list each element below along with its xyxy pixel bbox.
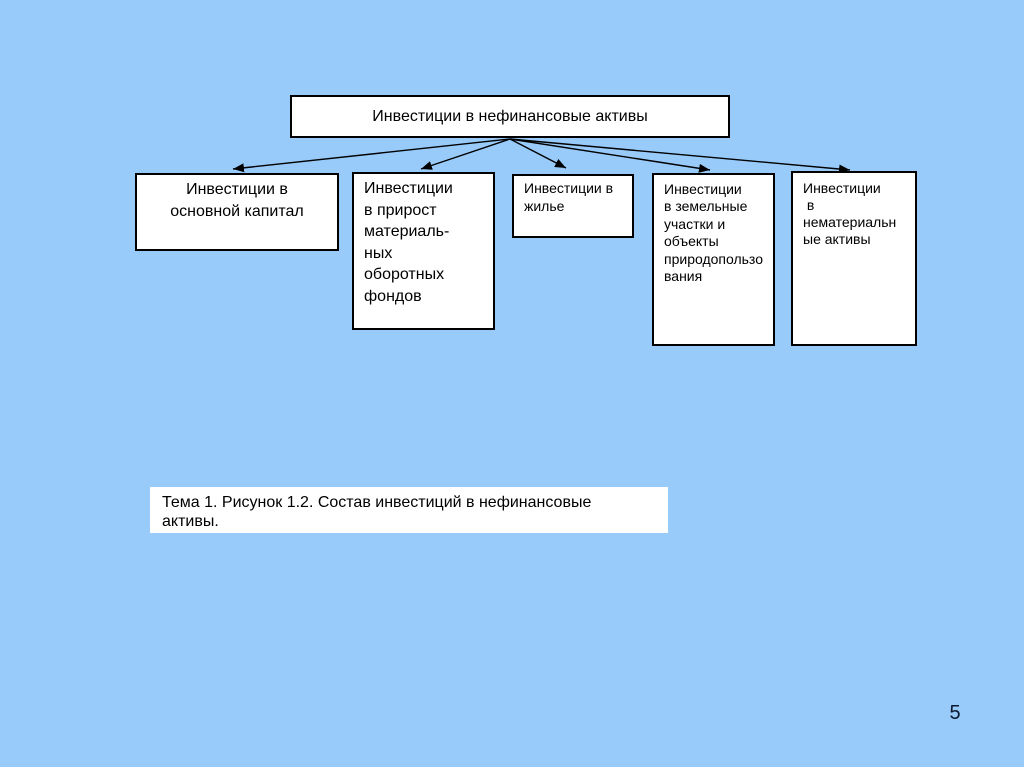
- node-housing: Инвестиции в жилье: [512, 174, 634, 238]
- node-fixed-capital: Инвестиции в основной капитал: [135, 173, 339, 251]
- arrow-to-land-plots: [509, 138, 711, 173]
- arrow-to-housing: [509, 138, 567, 169]
- node-nonfinancial-assets: Инвестиции в нефинансовые активы: [290, 95, 730, 138]
- arrow-to-intangible-assets: [509, 138, 851, 174]
- node-land-plots: Инвестиции в земельные участки и объекты…: [652, 173, 775, 346]
- node-nonfinancial-assets-label: Инвестиции в нефинансовые активы: [372, 107, 648, 125]
- node-working-capital-growth: Инвестиции в прирост материаль- ных обор…: [352, 172, 495, 330]
- figure-caption-text: Тема 1. Рисунок 1.2. Состав инвестиций в…: [162, 494, 592, 530]
- arrow-to-fixed-capital: [232, 138, 511, 173]
- node-fixed-capital-label: Инвестиции в основной капитал: [170, 181, 304, 220]
- node-housing-label: Инвестиции в жилье: [524, 180, 614, 214]
- page-number: 5: [949, 702, 961, 724]
- node-working-capital-growth-label: Инвестиции в прирост материаль- ных обор…: [364, 180, 453, 305]
- node-intangible-assets-label: Инвестиции в нематериальн ые активы: [803, 180, 897, 247]
- node-intangible-assets: Инвестиции в нематериальн ые активы: [791, 171, 917, 346]
- node-land-plots-label: Инвестиции в земельные участки и объекты…: [664, 181, 763, 285]
- arrow-to-working-capital-growth: [420, 138, 511, 170]
- figure-caption: Тема 1. Рисунок 1.2. Состав инвестиций в…: [150, 487, 668, 533]
